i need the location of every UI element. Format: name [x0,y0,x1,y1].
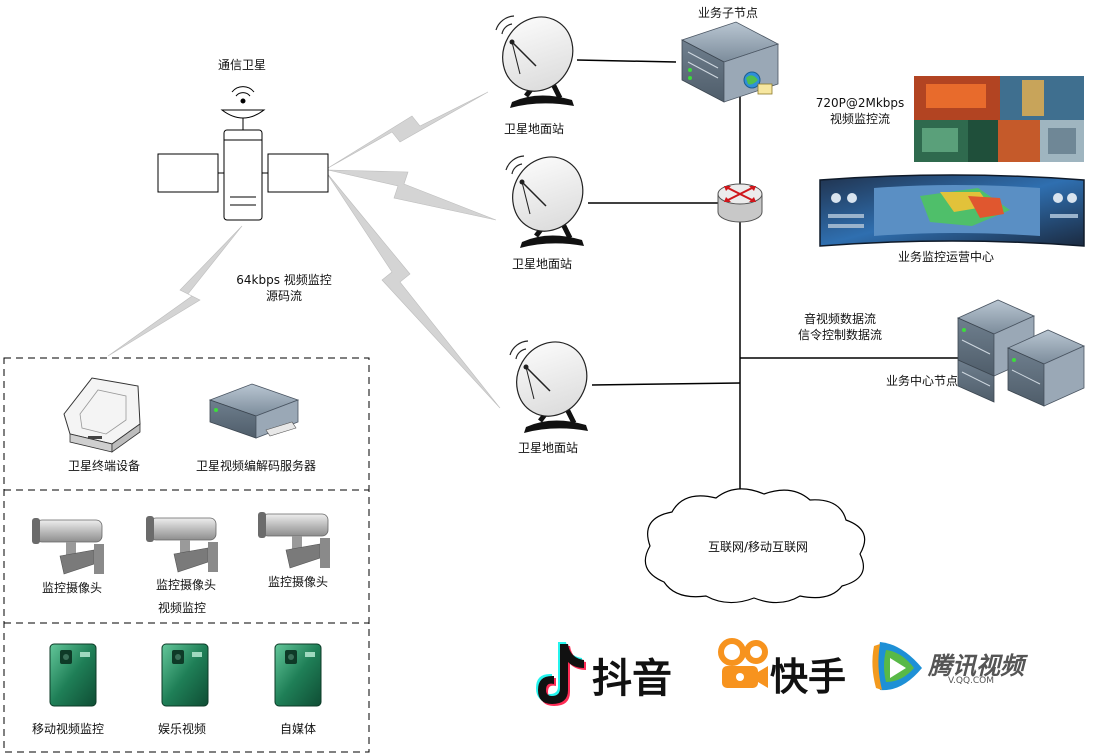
douyin-logo-icon [536,642,586,706]
douyin-wordmark: 抖音 [592,656,672,702]
stream-64k-label-line1: 64kbps 视频监控 [236,273,332,287]
av-stream-label-line1: 音视频数据流 [803,312,877,326]
terminal-label: 卫星终端设备 [67,459,141,473]
service-subnode-label: 业务子节点 [697,6,759,20]
monitoring-screen [819,174,1085,247]
kuaishou-logo-icon [718,638,768,688]
camera-label-2: 监控摄像头 [155,578,217,592]
camera-icon [32,518,104,575]
ground-station-label-1: 卫星地面站 [503,122,565,136]
internet-cloud-icon [644,488,866,604]
service-center-node-label: 业务中心节点 [885,374,959,388]
av-stream-label-line2: 信令控制数据流 [797,328,883,342]
satellite-label: 通信卫星 [217,58,267,72]
tencent-video-wordmark: 腾讯视频 [928,652,1024,680]
codec-server-icon [208,383,300,439]
satellite-terminal-icon [63,377,141,453]
service-center-server-cluster-icon [957,299,1085,407]
tencent-video-logo-icon [872,642,922,691]
internet-label: 互联网/移动互联网 [707,540,809,554]
ground-station-dish-3 [509,340,588,433]
phone-label-2: 娱乐视频 [157,722,207,736]
terminal-panel [3,357,370,753]
wired-links [576,59,960,495]
codec-server-label: 卫星视频编解码服务器 [195,459,317,473]
phone-icon [49,643,97,707]
monitor-center-label: 业务监控运营中心 [897,250,995,264]
stream-64k-label-line2: 源码流 [265,289,303,303]
service-subnode-server-icon [680,21,780,103]
camera-label-1: 监控摄像头 [41,581,103,595]
phone-icon [274,643,322,707]
tencent-video-url: V.QQ.COM [948,676,995,686]
ground-station-label-2: 卫星地面站 [511,257,573,271]
ground-station-dish-1 [495,15,574,108]
camera-icon [258,512,330,569]
phone-label-1: 移动视频监控 [31,722,105,736]
stream-720p-label-line1: 720P@2Mkbps [815,96,905,110]
stream-720p-label-line2: 视频监控流 [829,112,891,126]
ground-station-dish-2 [505,155,584,248]
phone-icon [161,643,209,707]
video-monitor-label: 视频监控 [157,601,207,615]
camera-label-3: 监控摄像头 [267,575,329,589]
router-icon [717,183,763,223]
satellite-icon [157,86,329,221]
camera-icon [146,516,218,573]
wireless-links [107,91,501,409]
surveillance-video-wall [914,76,1084,162]
ground-station-label-3: 卫星地面站 [517,441,579,455]
phone-label-3: 自媒体 [279,722,317,736]
kuaishou-wordmark: 快手 [770,655,847,699]
